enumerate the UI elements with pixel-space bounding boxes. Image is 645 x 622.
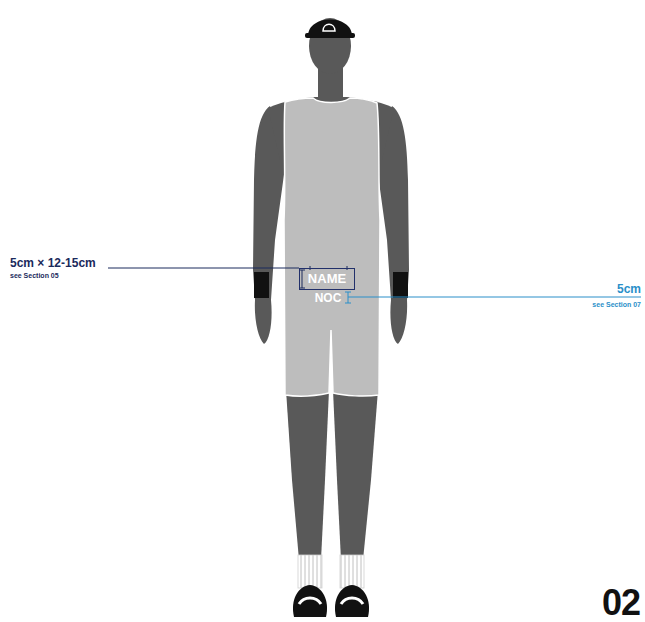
dimension-label: 5cm <box>617 283 641 296</box>
shoe-detail <box>341 598 363 604</box>
unitard <box>284 98 380 396</box>
cap-logo <box>323 24 335 31</box>
dimension-mark <box>302 270 303 288</box>
right-leg <box>333 390 378 560</box>
page-number: 02 <box>602 584 640 622</box>
shoe <box>293 585 327 617</box>
shoe <box>335 585 369 617</box>
dimension-mark <box>345 292 351 293</box>
dimension-label: 5cm × 12-15cm <box>10 257 96 270</box>
name-placement-box: NAME <box>299 268 355 290</box>
placement-text: NOC <box>315 292 342 305</box>
leader-line <box>348 297 641 298</box>
wristband <box>393 272 408 298</box>
shoe-detail <box>299 598 321 604</box>
dimension-mark <box>345 303 351 304</box>
section-reference: see Section 07 <box>592 301 641 308</box>
section-reference: see Section 05 <box>10 272 59 279</box>
dimension-mark <box>348 292 349 303</box>
sock <box>298 555 322 588</box>
cap-brim <box>305 33 355 38</box>
leader-line <box>108 268 299 269</box>
head <box>309 18 351 74</box>
placement-text: NAME <box>308 272 346 286</box>
sock <box>340 555 364 588</box>
left-leg <box>286 390 329 560</box>
wristband <box>254 272 269 298</box>
